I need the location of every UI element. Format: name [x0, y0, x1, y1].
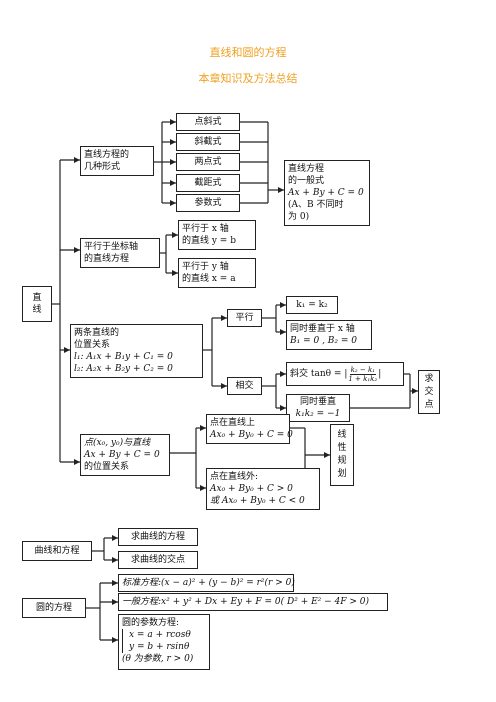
point-on-line-eq: Ax₀ + By₀ + C = 0	[210, 430, 293, 440]
node-intercept: 截距式	[176, 174, 240, 192]
perp-x-condition: B₁ = 0 , B₂ = 0	[290, 336, 358, 346]
perpendicular-label: 同时垂直	[299, 397, 336, 407]
node-find-curve-equation: 求曲线的方程	[118, 528, 198, 546]
point-on-line-label: 点在直线上	[210, 418, 256, 428]
node-both-perpendicular-x: 同时垂直于 x 轴 B₁ = 0 , B₂ = 0	[286, 320, 372, 350]
perp-x-label: 同时垂直于 x 轴	[290, 324, 355, 334]
two-lines-eq-1: l₁: A₁x + B₁y + C₁ = 0	[74, 352, 173, 362]
general-form-note-2: 为 0)	[288, 212, 310, 222]
point-line-label-2: Ax + By + C = 0	[84, 450, 160, 460]
two-lines-label-1: 两条直线的	[74, 328, 120, 338]
general-form-line-1: 直线方程	[288, 164, 325, 174]
find-intersection-char-1: 求	[424, 373, 434, 384]
oblique-suffix: |	[378, 369, 382, 379]
general-form-equation: Ax + By + C = 0	[288, 188, 364, 198]
parallel-y-axis-label-2: 的直线 x = a	[182, 274, 236, 284]
linear-programming-char-3: 规	[337, 456, 347, 466]
node-parametric: 参数式	[176, 194, 240, 212]
two-lines-eq-2: l₂: A₂x + B₂y + C₂ = 0	[74, 364, 173, 374]
two-lines-label-2: 位置关系	[74, 340, 111, 350]
node-parallel: 平行	[227, 309, 262, 327]
oblique-fraction: k₂ − k₁ 1 + k₁k₂	[348, 366, 377, 383]
node-point-on-line: 点在直线上 Ax₀ + By₀ + C = 0	[206, 414, 293, 444]
node-slopes-equal: k₁ = k₂	[286, 296, 338, 314]
perpendicular-condition: k₁k₂ = −1	[295, 409, 341, 419]
point-off-line-label: 点在直线外:	[210, 472, 259, 482]
oblique-denominator: 1 + k₁k₂	[348, 374, 378, 383]
node-point-off-line: 点在直线外: Ax₀ + By₀ + C > 0 或 Ax₀ + By₀ + C…	[206, 468, 320, 510]
axis-parallel-label-1: 平行于坐标轴	[84, 242, 139, 252]
page-subtitle: 本章知识及方法总结	[198, 72, 298, 85]
parallel-y-axis-label-1: 平行于 y 轴	[182, 262, 229, 272]
node-find-curve-intersection: 求曲线的交点	[118, 551, 198, 569]
node-intersect: 相交	[227, 377, 262, 395]
general-form-note-1: (A、B 不同时	[288, 200, 344, 210]
root-node-line: 直 线	[22, 286, 52, 322]
node-linear-programming: 线 性 规 划	[330, 424, 354, 486]
node-point-slope: 点斜式	[176, 113, 240, 131]
general-form-line-2: 的一般式	[288, 176, 325, 186]
node-perpendicular: 同时垂直 k₁k₂ = −1	[286, 394, 350, 422]
node-slope-intercept: 斜截式	[176, 133, 240, 151]
point-line-label-1: 点(x₀, y₀)与直线	[84, 438, 151, 448]
point-off-line-ineq-1: Ax₀ + By₀ + C > 0	[210, 484, 293, 494]
node-parallel-x-axis: 平行于 x 轴 的直线 y = b	[178, 220, 256, 250]
node-circle-general: 一般方程:x² + y² + Dx + Ey + F = 0( D² + E² …	[118, 593, 388, 611]
node-find-intersection: 求 交 点	[418, 370, 440, 414]
node-axis-parallel: 平行于坐标轴 的直线方程	[80, 238, 160, 268]
linear-programming-char-1: 线	[337, 430, 347, 440]
point-off-line-ineq-2: 或 Ax₀ + By₀ + C < 0	[210, 496, 305, 506]
parallel-x-axis-label-2: 的直线 y = b	[182, 236, 236, 246]
page-title: 直线和圆的方程	[209, 46, 287, 59]
circle-param-title: 圆的参数方程:	[122, 618, 180, 628]
oblique-prefix: 斜交 tanθ = |	[290, 369, 348, 379]
parallel-x-axis-label-1: 平行于 x 轴	[182, 224, 229, 234]
root-label-1: 直	[32, 293, 42, 303]
node-line-forms: 直线方程的 几种形式	[80, 146, 154, 176]
circle-param-note: (θ 为参数, r > 0)	[122, 654, 194, 664]
node-point-line-relation: 点(x₀, y₀)与直线 Ax + By + C = 0 的位置关系	[80, 434, 170, 476]
node-circle-parametric: 圆的参数方程: x = a + rcosθ y = b + rsinθ (θ 为…	[118, 614, 210, 670]
linear-programming-char-2: 性	[337, 443, 347, 453]
circle-param-y: y = b + rsinθ	[122, 641, 206, 653]
node-two-point: 两点式	[176, 153, 240, 171]
forms-label-1: 直线方程的	[84, 150, 130, 160]
node-two-lines: 两条直线的 位置关系 l₁: A₁x + B₁y + C₁ = 0 l₂: A₂…	[70, 324, 203, 378]
find-intersection-char-2: 交	[424, 386, 434, 397]
point-line-label-3: 的位置关系	[84, 462, 130, 472]
node-curves-equations: 曲线和方程	[22, 541, 92, 561]
find-intersection-char-3: 点	[424, 399, 434, 410]
axis-parallel-label-2: 的直线方程	[84, 254, 130, 264]
node-general-form: 直线方程 的一般式 Ax + By + C = 0 (A、B 不同时 为 0)	[284, 160, 370, 226]
circle-param-x: x = a + rcosθ	[122, 629, 206, 641]
node-circle-equation: 圆的方程	[22, 598, 86, 618]
oblique-numerator: k₂ − k₁	[349, 365, 376, 375]
root-label-2: 线	[32, 305, 42, 315]
node-oblique-angle: 斜交 tanθ = | k₂ − k₁ 1 + k₁k₂ |	[286, 362, 404, 386]
node-parallel-y-axis: 平行于 y 轴 的直线 x = a	[178, 258, 256, 288]
forms-label-2: 几种形式	[84, 162, 121, 172]
node-circle-standard: 标准方程:(x − a)² + (y − b)² = r²(r > 0)	[118, 574, 295, 592]
linear-programming-char-4: 划	[337, 469, 347, 479]
